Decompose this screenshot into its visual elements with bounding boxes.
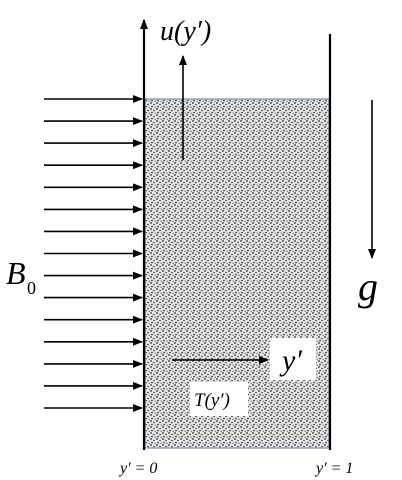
coordinate-label: y′ (279, 344, 302, 377)
magnetic-field-arrows (44, 95, 143, 412)
coordinate-label-box (270, 338, 316, 380)
left-wall-label: y′ = 0 (118, 460, 157, 477)
temperature-label-box (190, 382, 248, 416)
right-wall-label: y′ = 1 (314, 460, 353, 477)
velocity-label: u(y′) (160, 16, 211, 47)
temperature-label: T(y′) (194, 390, 230, 411)
magnetic-field-label: B (6, 255, 26, 291)
magnetic-field-subscript: 0 (27, 278, 36, 298)
gravity-label: g (358, 264, 378, 309)
